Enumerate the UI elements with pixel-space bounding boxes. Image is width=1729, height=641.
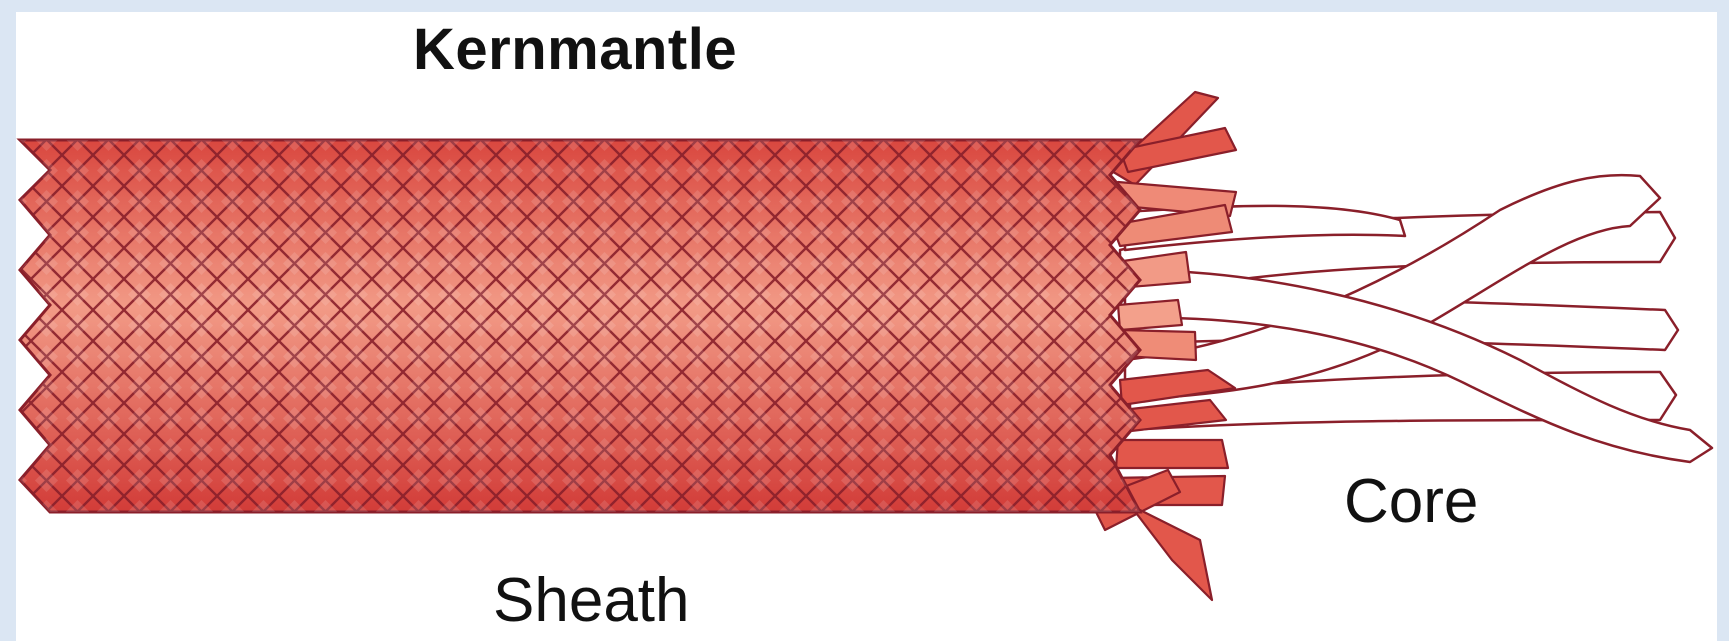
frayed-fiber: [1130, 505, 1212, 600]
frame-right: [1717, 0, 1729, 641]
sheath-label: Sheath: [493, 565, 690, 636]
sheath-weave: [20, 140, 1140, 512]
core-label: Core: [1344, 466, 1478, 537]
frame-left: [0, 0, 16, 641]
frayed-fiber: [1118, 300, 1182, 330]
frame-top: [0, 0, 1729, 12]
diagram-title: Kernmantle: [413, 16, 737, 83]
frayed-fiber: [1116, 440, 1228, 468]
